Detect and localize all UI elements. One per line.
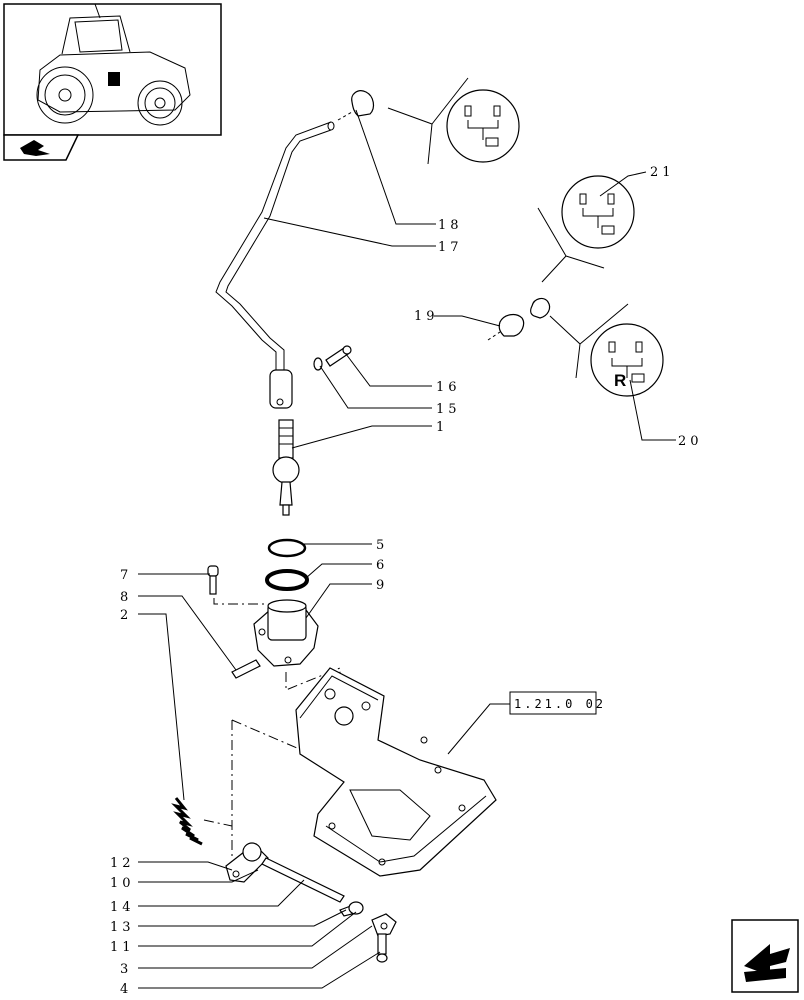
pin-16 xyxy=(325,345,352,367)
label-1: 1 xyxy=(436,420,448,435)
next-page-arrow-icon[interactable] xyxy=(731,919,799,993)
label-4: 4 xyxy=(120,982,132,997)
label-12: 12 xyxy=(110,856,135,871)
gear-pattern-disc-21 xyxy=(537,175,635,283)
leader-lines xyxy=(138,109,676,989)
housing-9 xyxy=(253,599,319,667)
book-arrow-icon[interactable] xyxy=(3,134,80,161)
label-21: 21 xyxy=(650,165,675,180)
pin-8 xyxy=(231,659,261,679)
bolt-7 xyxy=(207,565,219,595)
bolt-4 xyxy=(376,933,388,963)
label-7: 7 xyxy=(120,568,132,583)
spring-2 xyxy=(171,797,203,846)
spacer-11 xyxy=(348,901,364,915)
label-15: 15 xyxy=(436,402,461,417)
label-20: 20 xyxy=(678,434,703,449)
label-14: 14 xyxy=(110,900,135,915)
label-13: 13 xyxy=(110,920,135,935)
knob-20 xyxy=(530,297,551,319)
label-3: 3 xyxy=(120,962,132,977)
tractor-thumbnail-icon[interactable] xyxy=(3,3,222,136)
reference-box[interactable]: 1.21.0 02 xyxy=(509,691,606,715)
knob-18 xyxy=(337,90,375,121)
lever-12 xyxy=(225,842,269,883)
label-16: 16 xyxy=(436,380,461,395)
label-10: 10 xyxy=(110,876,135,891)
label-5: 5 xyxy=(376,538,388,553)
label-6: 6 xyxy=(376,558,388,573)
shaft-1 xyxy=(272,419,300,516)
knob-19 xyxy=(487,313,525,341)
link-3 xyxy=(371,913,397,937)
ring-6 xyxy=(265,569,309,591)
label-2: 2 xyxy=(120,608,132,623)
washer-15 xyxy=(313,357,323,371)
label-19: 19 xyxy=(414,309,439,324)
label-8: 8 xyxy=(120,590,132,605)
guide-line-1 xyxy=(213,598,268,605)
label-17: 17 xyxy=(438,240,463,255)
label-18: 18 xyxy=(438,218,463,233)
transmission-cover xyxy=(295,667,497,877)
guide-line-4 xyxy=(203,819,233,827)
label-11: 11 xyxy=(110,940,135,955)
reference-label: 1.21.0 02 xyxy=(514,697,606,711)
gear-lever-rod xyxy=(215,121,335,409)
label-9: 9 xyxy=(376,578,388,593)
gear-pattern-disc-20: R xyxy=(549,303,664,397)
circlip-5 xyxy=(267,538,307,558)
gear-pattern-disc-18 xyxy=(387,77,520,165)
shaft-14 xyxy=(261,857,345,903)
reverse-letter: R xyxy=(614,371,626,390)
